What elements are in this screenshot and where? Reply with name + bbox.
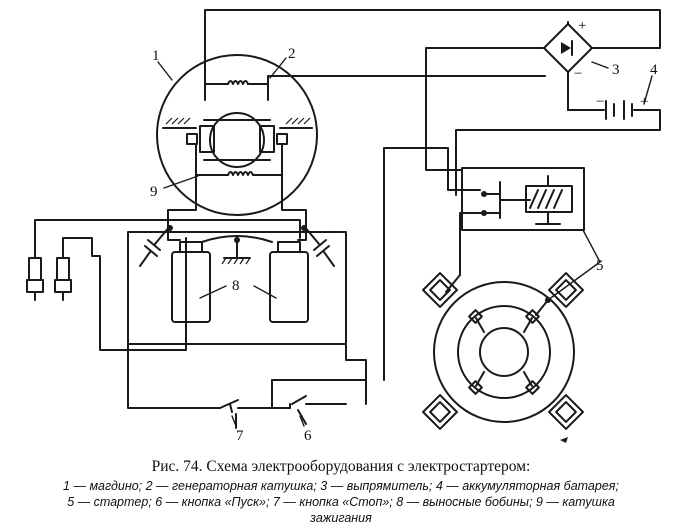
wire-stop: [128, 345, 220, 408]
label-ignition-coil: 9: [150, 184, 158, 200]
battery: [456, 101, 660, 195]
ignition-coil: [196, 145, 282, 175]
label-start-button: 6: [304, 428, 312, 444]
coil-housing: [128, 232, 346, 344]
label-magneto: 1: [152, 48, 160, 64]
rect-plus-sign: +: [578, 18, 586, 34]
starter-relay: [462, 168, 584, 230]
figure-caption-title: Рис. 74. Схема электрооборудования с эле…: [151, 458, 531, 475]
wire-rect-plus: [426, 48, 544, 170]
stop-button: [220, 400, 290, 412]
legend-line-1: 1 — магдино; 2 — генераторная катушка; 3…: [63, 479, 619, 493]
remote-coil-right: [270, 242, 308, 322]
leader-5: [583, 230, 600, 262]
wire-relay-stator: [446, 213, 482, 292]
figure-legend: 1 — магдино; 2 — генераторная катушка; 3…: [0, 478, 682, 526]
wire-gen2: [268, 76, 545, 84]
spark-plug-left: [27, 250, 43, 300]
magneto-flywheel: [157, 55, 317, 215]
label-stop-button: 7: [236, 428, 244, 444]
wiring-schematic: 1 2 3 4 5 6 7 8 9 + − − +: [0, 0, 682, 444]
start-button: [272, 380, 366, 424]
hv-lead-right: [63, 238, 186, 350]
label-battery: 4: [650, 62, 658, 78]
remote-coil-left: [172, 242, 210, 322]
wire-gen-to-rectifier: [205, 10, 660, 84]
starter-motor: [423, 273, 583, 443]
rectifier: [544, 22, 592, 110]
spark-plug-right: [55, 250, 71, 300]
label-coils: 8: [232, 278, 240, 294]
wire-start-relay: [384, 148, 480, 380]
hv-lead-left: [35, 220, 300, 250]
label-gen-coil: 2: [288, 46, 296, 62]
rect-minus-sign: −: [574, 66, 582, 82]
legend-line-3: зажигания: [310, 511, 372, 525]
label-rectifier: 3: [612, 62, 620, 78]
generator-coil: [205, 81, 268, 100]
bat-plus-sign: +: [640, 94, 648, 110]
bat-minus-sign: −: [596, 94, 604, 110]
legend-line-2: 5 — стартер; 6 — кнопка «Пуск»; 7 — кноп…: [67, 495, 615, 509]
label-starter: 5: [596, 258, 604, 274]
